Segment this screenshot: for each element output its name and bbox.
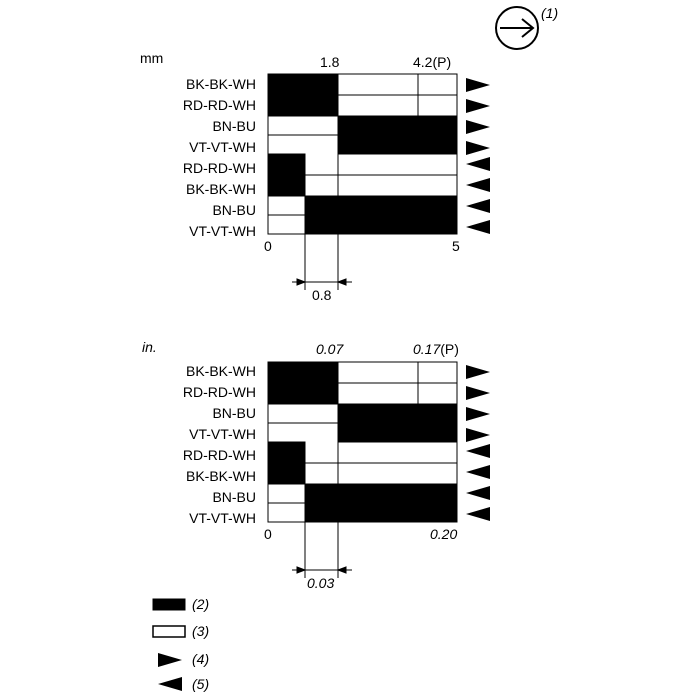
- right-triangle-icon: [466, 407, 490, 421]
- bottom-tick-label: 5: [452, 238, 460, 254]
- filled-block: [337, 115, 458, 155]
- top-tick-suffix: (P): [440, 341, 459, 357]
- direction-symbol: (1): [495, 5, 558, 50]
- row-label: VT-VT-WH: [189, 510, 256, 526]
- row-label: VT-VT-WH: [189, 223, 256, 239]
- left-triangle-icon: [466, 157, 490, 171]
- left-triangle-icon: [466, 199, 490, 213]
- filled-block: [304, 483, 458, 523]
- legend: (2) (3) (4) (5): [152, 596, 209, 692]
- direction-ref-label: (1): [541, 5, 558, 21]
- inch-panel: in. 0.07 0.17(P) BK-BK-WH RD-RD-WH BN-BU…: [142, 339, 490, 591]
- left-triangle-icon: [466, 507, 490, 521]
- left-triangle-icon: [466, 486, 490, 500]
- row-label: BN-BU: [212, 202, 256, 218]
- legend-item-open: (3): [152, 623, 209, 639]
- filled-block: [304, 195, 458, 235]
- filled-bar-swatch: [152, 598, 186, 611]
- top-tick-value: 0.17: [413, 341, 441, 357]
- row-label: BK-BK-WH: [186, 181, 256, 197]
- row-labels: BK-BK-WH RD-RD-WH BN-BU VT-VT-WH RD-RD-W…: [183, 363, 256, 526]
- timing-grid: [267, 361, 458, 523]
- circle-arrow-icon: [495, 6, 539, 50]
- unit-label: mm: [140, 50, 163, 66]
- legend-label: (4): [192, 651, 209, 667]
- left-triangle-icon: [466, 220, 490, 234]
- mm-panel: mm 1.8 4.2(P) BK-BK-WH RD-RD-WH BN-BU VT…: [140, 50, 490, 303]
- row-label: RD-RD-WH: [183, 160, 256, 176]
- right-triangle-icon: [466, 386, 490, 400]
- bottom-tick-label: 0: [264, 526, 272, 542]
- row-label: RD-RD-WH: [183, 384, 256, 400]
- row-label: VT-VT-WH: [189, 426, 256, 442]
- right-triangle-icon: [466, 78, 490, 92]
- filled-block: [267, 441, 306, 485]
- legend-item-right: (4): [158, 651, 209, 667]
- top-tick-label: 0.17(P): [413, 341, 459, 357]
- bottom-tick-label: 0: [264, 238, 272, 254]
- bottom-tick-label: 0.20: [430, 526, 457, 542]
- row-label: VT-VT-WH: [189, 139, 256, 155]
- filled-block: [267, 361, 339, 405]
- direction-arrows: [466, 78, 490, 234]
- legend-label: (3): [192, 623, 209, 639]
- legend-item-filled: (2): [152, 596, 209, 612]
- unit-label: in.: [142, 339, 157, 355]
- dimension-label: 0.8: [312, 287, 332, 303]
- row-labels: BK-BK-WH RD-RD-WH BN-BU VT-VT-WH RD-RD-W…: [183, 76, 256, 239]
- top-tick-label: 0.07: [316, 341, 344, 357]
- legend-label: (2): [192, 596, 209, 612]
- legend-label: (5): [192, 676, 209, 692]
- row-label: BN-BU: [212, 489, 256, 505]
- top-tick-label: 4.2(P): [413, 54, 451, 70]
- left-triangle-icon: [466, 178, 490, 192]
- filled-block: [267, 153, 306, 197]
- filled-block: [337, 403, 458, 443]
- right-triangle-icon: [466, 99, 490, 113]
- left-triangle-icon: [158, 677, 182, 691]
- row-label: BK-BK-WH: [186, 468, 256, 484]
- timing-grid: [267, 73, 458, 235]
- row-label: BK-BK-WH: [186, 76, 256, 92]
- open-bar-swatch: [152, 625, 186, 638]
- legend-item-left: (5): [158, 676, 209, 692]
- dimension-marker: [292, 484, 352, 578]
- top-tick-label: 1.8: [320, 54, 340, 70]
- row-label: BN-BU: [212, 405, 256, 421]
- right-triangle-icon: [466, 365, 490, 379]
- right-triangle-icon: [466, 120, 490, 134]
- right-triangle-icon: [466, 141, 490, 155]
- row-label: RD-RD-WH: [183, 447, 256, 463]
- filled-block: [267, 73, 339, 117]
- direction-arrows: [466, 365, 490, 521]
- dimension-marker: [292, 196, 352, 290]
- left-triangle-icon: [466, 444, 490, 458]
- row-label: RD-RD-WH: [183, 97, 256, 113]
- right-triangle-icon: [158, 653, 182, 667]
- row-label: BN-BU: [212, 118, 256, 134]
- row-label: BK-BK-WH: [186, 363, 256, 379]
- dimension-label: 0.03: [307, 575, 334, 591]
- right-triangle-icon: [466, 428, 490, 442]
- left-triangle-icon: [466, 465, 490, 479]
